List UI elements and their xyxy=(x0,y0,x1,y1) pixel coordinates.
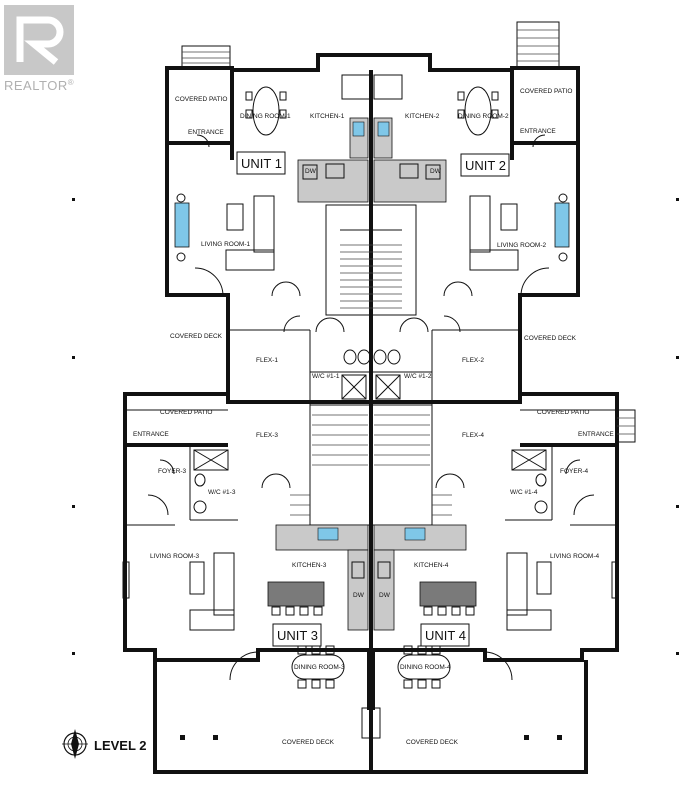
dw-label-3: DW xyxy=(353,592,365,599)
exterior-stairs xyxy=(181,21,560,69)
wc-label-4: W/C #1-4 xyxy=(510,489,538,496)
dining-tables-upper xyxy=(245,86,499,136)
doors-upper xyxy=(194,134,550,333)
dw-label-2: DW xyxy=(430,168,442,175)
dw-label-4: DW xyxy=(379,592,391,599)
living-label-2: LIVING ROOM-2 xyxy=(497,242,547,249)
foyer-label-3: FOYER-3 xyxy=(158,468,187,475)
living-furniture-upper xyxy=(174,193,570,271)
living-label-1: LIVING ROOM-1 xyxy=(201,241,251,248)
unit-label-4: UNIT 4 xyxy=(425,628,466,643)
kitchen-label-4: KITCHEN-4 xyxy=(414,562,449,569)
dining-tables-lower xyxy=(291,645,451,689)
wc-fixtures-lower xyxy=(193,449,548,514)
living-label-3: LIVING ROOM-3 xyxy=(150,553,200,560)
wc-label-1: W/C #1-1 xyxy=(312,373,340,380)
central-stair-upper xyxy=(325,204,417,316)
north-arrow-icon xyxy=(62,729,88,759)
unit-badge-3 xyxy=(272,623,322,647)
deck-label-3: COVERED DECK xyxy=(282,739,335,746)
level-label: LEVEL 2 xyxy=(94,738,147,753)
dw-label-1: DW xyxy=(305,168,317,175)
deck-label-4: COVERED DECK xyxy=(406,739,459,746)
kitchen-counters-upper xyxy=(297,74,447,203)
kitchen-label-3: KITCHEN-3 xyxy=(292,562,327,569)
unit-badge-2 xyxy=(460,153,510,177)
flex-label-1: FLEX-1 xyxy=(256,357,278,364)
patio-label-4: COVERED PATIO xyxy=(537,409,590,416)
central-stair-lower xyxy=(290,404,452,526)
covered-deck-lower xyxy=(153,660,588,774)
flex-label-3: FLEX-3 xyxy=(256,432,278,439)
entrance-label-1: ENTRANCE xyxy=(188,129,224,136)
wc-fixtures-upper xyxy=(341,349,401,400)
wc-label-3: W/C #1-3 xyxy=(208,489,236,496)
kitchen-counters-lower xyxy=(267,524,477,631)
realtor-watermark-text: REALTOR® xyxy=(4,78,74,93)
kitchen-label-2: KITCHEN-2 xyxy=(405,113,440,120)
unit-badge-4 xyxy=(420,623,470,647)
wc-label-2: W/C #1-2 xyxy=(404,373,432,380)
lower-units-walls xyxy=(123,392,619,710)
patio-label-3: COVERED PATIO xyxy=(160,409,213,416)
living-furniture-lower xyxy=(122,552,619,631)
deck-label-2: COVERED DECK xyxy=(524,335,577,342)
unit-label-2: UNIT 2 xyxy=(465,158,506,173)
doors-lower xyxy=(147,459,595,681)
patio-label-2: COVERED PATIO xyxy=(520,88,573,95)
dining-label-4: DINING ROOM-4 xyxy=(400,664,451,671)
deck-label-1: COVERED DECK xyxy=(170,333,223,340)
living-label-4: LIVING ROOM-4 xyxy=(550,553,600,560)
flex-label-4: FLEX-4 xyxy=(462,432,484,439)
dining-label-1: DINING ROOM-1 xyxy=(240,113,291,120)
kitchen-label-1: KITCHEN-1 xyxy=(310,113,345,120)
unit-badge-1 xyxy=(236,151,286,175)
grid-ticks xyxy=(72,198,679,655)
unit-label-3: UNIT 3 xyxy=(277,628,318,643)
foyer-label-4: FOYER-4 xyxy=(560,468,589,475)
dining-label-2: DINING ROOM-2 xyxy=(458,113,509,120)
entrance-label-3: ENTRANCE xyxy=(133,431,169,438)
realtor-logo-icon xyxy=(4,5,74,75)
upper-units-walls xyxy=(165,53,580,404)
entrance-label-4: ENTRANCE xyxy=(578,431,614,438)
dining-label-3: DINING ROOM-3 xyxy=(294,664,345,671)
entrance-label-2: ENTRANCE xyxy=(520,128,556,135)
flex-label-2: FLEX-2 xyxy=(462,357,484,364)
covered-patios-lower xyxy=(125,409,636,443)
unit-label-1: UNIT 1 xyxy=(241,156,282,171)
patio-label-1: COVERED PATIO xyxy=(175,96,228,103)
